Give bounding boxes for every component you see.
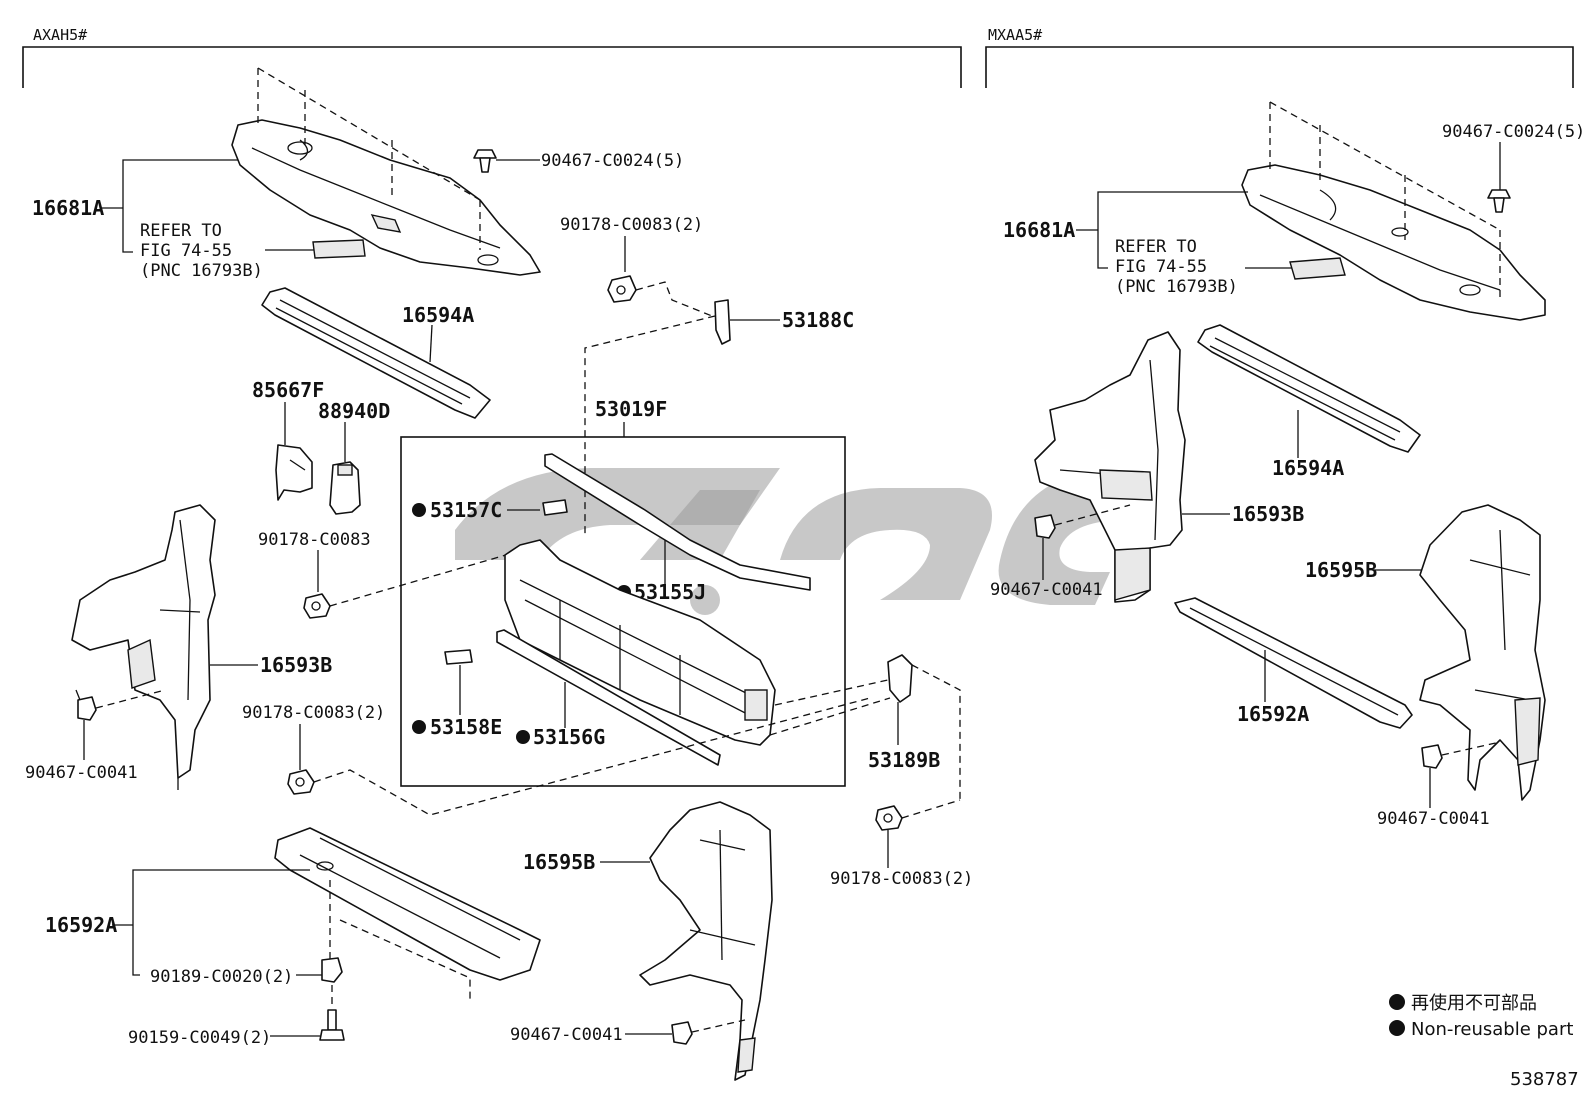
refer-note-right-2: FIG 74-55 xyxy=(1115,257,1207,277)
callout-16594A-left: 16594A xyxy=(402,303,474,327)
duct-16593B-right xyxy=(1034,331,1186,603)
refer-note-left-3: (PNC 16793B) xyxy=(140,261,263,281)
callout-16594A-right: 16594A xyxy=(1272,456,1344,480)
legend-dot-2 xyxy=(1389,1020,1405,1036)
refer-note-right-1: REFER TO xyxy=(1115,237,1197,257)
non-reusable-dot-53156G xyxy=(516,730,530,744)
callout-90467-C0041-left: 90467-C0041 xyxy=(25,763,138,783)
part-16681A-left xyxy=(231,119,541,276)
clip-90467-C0041-bottom xyxy=(671,1021,693,1045)
duct-16595B-bottom xyxy=(639,801,773,1081)
nut-90178-C0083-top xyxy=(607,275,637,303)
callout-16681A-right: 16681A xyxy=(1003,218,1075,242)
nut-90178-C0083-mid xyxy=(287,769,315,795)
callout-90467-C0024-right: 90467-C0024(5) xyxy=(1442,122,1585,142)
clip-90467-C0024-right xyxy=(1487,189,1511,213)
pad-53157C xyxy=(542,499,568,516)
callout-90178-C0083-top: 90178-C0083(2) xyxy=(560,215,703,235)
clip-90467-C0041-right-b xyxy=(1421,744,1443,769)
pad-53158E xyxy=(444,649,473,665)
refer-note-left-2: FIG 74-55 xyxy=(140,241,232,261)
callout-16681A-left: 16681A xyxy=(32,196,104,220)
callout-90178-C0083-bot: 90178-C0083(2) xyxy=(830,869,973,889)
part-16681A-right xyxy=(1241,164,1546,321)
clip-90467-C0024-left xyxy=(473,149,497,173)
duct-16595B-right xyxy=(1419,504,1546,801)
section-title-axah5: AXAH5# xyxy=(33,26,87,44)
support-center xyxy=(504,539,776,746)
callout-16593B-left: 16593B xyxy=(260,653,332,677)
clip-90189-C0020 xyxy=(321,957,343,983)
callout-90467-C0024-left: 90467-C0024(5) xyxy=(541,151,684,171)
legend-text-en: Non-reusable part xyxy=(1411,1019,1573,1040)
callout-53156G: 53156G xyxy=(533,725,605,749)
clip-90467-C0041-right-a xyxy=(1034,514,1056,539)
seal-16594A-left xyxy=(261,287,491,419)
callout-16593B-right: 16593B xyxy=(1232,502,1304,526)
section-title-mxaa5: MXAA5# xyxy=(988,26,1042,44)
clip-90467-C0041-left xyxy=(75,689,97,721)
section-bracket-mxaa5 xyxy=(985,46,1574,88)
callout-53188C: 53188C xyxy=(782,308,854,332)
non-reusable-dot-53157C xyxy=(412,503,426,517)
seal-16592A-left xyxy=(274,827,541,981)
seal-16594A-right xyxy=(1197,324,1421,453)
callout-90467-C0041-bottom: 90467-C0041 xyxy=(510,1025,623,1045)
callout-16592A-left: 16592A xyxy=(45,913,117,937)
part-16793B-pad-left xyxy=(312,239,366,259)
legend-dot-1 xyxy=(1389,994,1405,1010)
cap-88940D xyxy=(329,461,361,515)
callout-90178-C0083: 90178-C0083 xyxy=(258,530,371,550)
bracket-53189B xyxy=(887,654,913,703)
callout-90178-C0083-mid: 90178-C0083(2) xyxy=(242,703,385,723)
callout-16595B-bottom: 16595B xyxy=(523,850,595,874)
callout-85667F: 85667F xyxy=(252,378,324,402)
callout-90467-C0041-right-b: 90467-C0041 xyxy=(1377,809,1490,829)
screw-90159-C0049 xyxy=(319,1009,345,1041)
callout-16595B-right: 16595B xyxy=(1305,558,1377,582)
callout-90159-C0049: 90159-C0049(2) xyxy=(128,1028,271,1048)
callout-16592A-right: 16592A xyxy=(1237,702,1309,726)
seal-53156G xyxy=(496,629,721,766)
callout-53189B: 53189B xyxy=(868,748,940,772)
callout-90189-C0020: 90189-C0020(2) xyxy=(150,967,293,987)
duct-16593B-left xyxy=(71,504,216,790)
refer-note-left-1: REFER TO xyxy=(140,221,222,241)
callout-90467-C0041-right-a: 90467-C0041 xyxy=(990,580,1103,600)
section-bracket-axah5 xyxy=(22,46,962,88)
seal-16592A-right xyxy=(1174,597,1413,729)
callout-53019F: 53019F xyxy=(595,397,667,421)
part-16793B-pad-right xyxy=(1289,257,1346,280)
non-reusable-dot-53158E xyxy=(412,720,426,734)
legend-text-jp: 再使用不可部品 xyxy=(1411,993,1537,1014)
nut-90178-C0083 xyxy=(303,593,331,619)
callout-53158E: 53158E xyxy=(430,715,502,739)
diagram-number: 538787 xyxy=(1510,1069,1579,1090)
refer-note-right-3: (PNC 16793B) xyxy=(1115,277,1238,297)
callout-53157C: 53157C xyxy=(430,498,502,522)
bracket-85667F xyxy=(275,444,313,501)
callout-88940D: 88940D xyxy=(318,399,390,423)
nut-90178-C0083-bot xyxy=(875,805,903,831)
seal-53155J xyxy=(544,453,811,591)
bracket-53188C xyxy=(714,299,731,345)
assembly-box-53019F xyxy=(400,436,846,787)
